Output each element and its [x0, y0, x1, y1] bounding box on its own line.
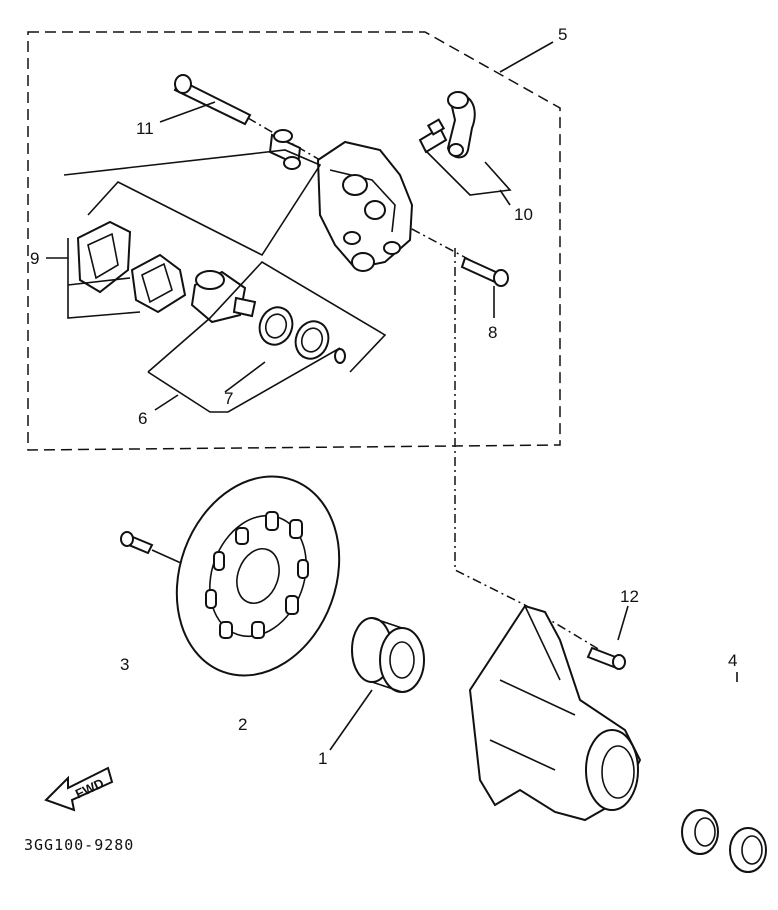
label-7: 7 [224, 389, 233, 408]
leader-10b [499, 189, 511, 206]
label-10: 10 [514, 205, 533, 224]
leader-9 [67, 238, 141, 319]
leader-6-7 [147, 347, 341, 413]
piston-part-6 [190, 270, 257, 324]
label-2: 2 [238, 715, 247, 734]
hub-housing-icon [468, 604, 642, 822]
brake-disc-part-2 [175, 475, 341, 677]
forward-arrow-icon: FWD [44, 766, 114, 812]
drawing-code: 3GG100-9280 [24, 836, 134, 854]
label-9: 9 [30, 249, 39, 268]
label-8: 8 [488, 323, 497, 342]
nuts-part-4 [681, 809, 767, 873]
hub-collar-part-1 [351, 617, 425, 693]
leader-9b [67, 277, 131, 286]
bolt-part-12 [586, 646, 626, 670]
leader-10 [424, 149, 512, 196]
centerline-caliper-to-hub [454, 248, 526, 606]
leader-6 [154, 394, 179, 411]
leader-12 [617, 605, 629, 641]
label-4: 4 [728, 651, 737, 670]
leader-11 [159, 101, 216, 123]
label-5: 5 [558, 25, 567, 44]
label-6: 6 [138, 409, 147, 428]
pad-support-outline [63, 149, 322, 257]
piston-seal-outline [147, 260, 387, 373]
direction-label: FWD [73, 775, 106, 801]
seals-part-7 [258, 306, 346, 364]
label-3: 3 [120, 655, 129, 674]
leader-5 [499, 41, 554, 73]
rotor-bolt-part-3 [120, 531, 154, 555]
bolt-part-8 [460, 256, 509, 287]
brake-pads-part-9 [76, 220, 187, 314]
label-1: 1 [318, 749, 327, 768]
leader-7 [224, 361, 266, 393]
label-11: 11 [136, 119, 154, 138]
label-12: 12 [620, 587, 639, 606]
caliper-body-icon [316, 140, 414, 272]
leader-1 [329, 689, 373, 751]
caliper-assembly-boundary [27, 31, 561, 451]
pin-bolt-part-11 [173, 74, 252, 126]
bracket-part-10 [418, 91, 476, 159]
